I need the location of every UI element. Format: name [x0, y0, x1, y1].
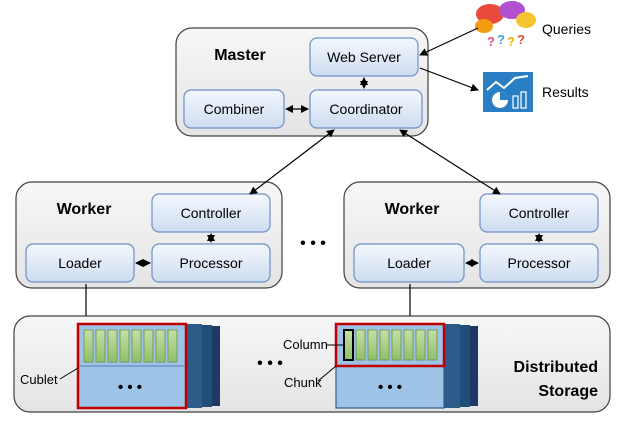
results-label: Results [542, 84, 589, 100]
processor-label: Processor [179, 255, 242, 271]
master-node: Master Web Server Combiner Coordinator [175, 27, 429, 137]
worker-node-2: Worker Controller Loader Processor [343, 181, 611, 289]
loader-box: Loader [25, 243, 135, 283]
storage-title-line1: Distributed [514, 359, 598, 376]
storage-ellipsis: • • • [257, 355, 283, 372]
controller-box: Controller [479, 193, 599, 233]
combiner-label: Combiner [204, 101, 265, 117]
controller-label: Controller [181, 205, 242, 221]
loader-box: Loader [353, 243, 465, 283]
worker-title: Worker [57, 201, 112, 218]
column-blocks [83, 329, 178, 363]
coordinator-controller-arrow-2 [399, 129, 501, 195]
web-server-label: Web Server [327, 49, 401, 65]
queries-icon: ? ? ? ? [475, 1, 536, 49]
controller-box: Controller [151, 193, 271, 233]
loader-label: Loader [387, 255, 431, 271]
svg-text:?: ? [507, 34, 515, 49]
storage-title-line2: Storage [538, 383, 598, 400]
coordinator-label: Coordinator [329, 101, 402, 117]
results-arrow [419, 67, 479, 92]
queries-label: Queries [542, 21, 591, 37]
cublet-stack-1: • • • [76, 322, 220, 410]
cublet-ellipsis: • • • [378, 379, 402, 396]
processor-box: Processor [151, 243, 271, 283]
results-icon [483, 72, 533, 112]
combiner-box: Combiner [183, 89, 285, 129]
highlighted-column [343, 329, 354, 361]
cublet-label: Cublet [20, 372, 58, 387]
cublet-ellipsis: • • • [118, 379, 142, 396]
coordinator-box: Coordinator [309, 89, 423, 129]
chunk-label: Chunk [284, 375, 322, 390]
cublet-stack-2: • • • [334, 322, 478, 409]
processor-label: Processor [507, 255, 570, 271]
chunk-pointer [317, 365, 337, 382]
processor-box: Processor [479, 243, 599, 283]
svg-text:?: ? [487, 34, 495, 49]
cublet-pointer [59, 367, 79, 380]
svg-text:?: ? [497, 32, 505, 47]
web-server-box: Web Server [309, 37, 419, 77]
column-label: Column [283, 337, 328, 352]
coordinator-controller-arrow-1 [249, 129, 335, 195]
queries-arrow [419, 27, 479, 56]
controller-label: Controller [509, 205, 570, 221]
distributed-storage: • • • Cublet • • • • • • [13, 315, 611, 413]
workers-ellipsis: • • • [300, 235, 326, 252]
loader-label: Loader [58, 255, 102, 271]
worker-node-1: Worker Controller Loader Processor [15, 181, 283, 289]
master-title: Master [214, 47, 266, 64]
svg-text:?: ? [517, 32, 525, 47]
worker-title: Worker [385, 201, 440, 218]
column-blocks [343, 329, 438, 361]
